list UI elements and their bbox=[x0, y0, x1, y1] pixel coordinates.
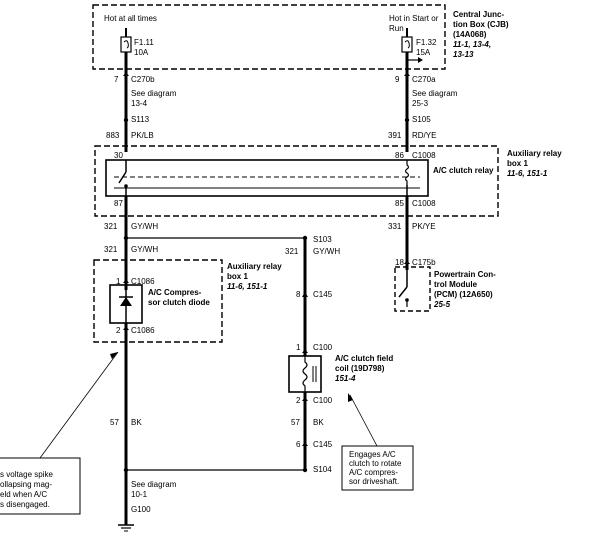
splice-s105: S105 bbox=[412, 115, 431, 124]
color-pk-lb: PK/LB bbox=[131, 131, 154, 140]
circuit-321-a: 321 bbox=[104, 222, 118, 231]
coil-ref: 151-4 bbox=[335, 374, 356, 383]
cjb-hot-at-all-times: Hot at all times bbox=[104, 14, 157, 23]
pcm-title-3: (PCM) (12A650) bbox=[434, 290, 493, 299]
fuse-b-rating: 15A bbox=[416, 48, 431, 57]
pcm-conn-c175b: C175b bbox=[412, 258, 436, 267]
conn-c270b: C270b bbox=[131, 75, 155, 84]
cjb-box bbox=[92, 4, 446, 70]
circuit-321-c: 321 bbox=[285, 247, 299, 256]
splice-s113: S113 bbox=[131, 115, 150, 124]
pin-9: 9 bbox=[395, 75, 400, 84]
cjb-title-2: tion Box (CJB) bbox=[453, 20, 509, 29]
diode-box-title-1: Auxiliary relay bbox=[227, 262, 282, 271]
coil-pin-6: 6 bbox=[296, 440, 301, 449]
cjb-title-1: Central Junc- bbox=[453, 10, 505, 19]
coil-title-1: A/C clutch field bbox=[335, 354, 394, 363]
note-right-3: A/C compres- bbox=[349, 468, 398, 477]
see-diagram-10-1-b: 10-1 bbox=[131, 490, 148, 499]
diode-icon bbox=[120, 297, 132, 306]
see-diagram-13-4-b: 13-4 bbox=[131, 99, 148, 108]
cjb-title-3: (14A068) bbox=[453, 30, 487, 39]
coil-pin-8: 8 bbox=[296, 290, 301, 299]
splice-s103: S103 bbox=[313, 235, 332, 244]
diode-conn-1: C1086 bbox=[131, 277, 155, 286]
note-left-1: s voltage spike bbox=[0, 470, 53, 479]
ground-circuit-57: 57 bbox=[110, 418, 119, 427]
circuit-883: 883 bbox=[106, 131, 120, 140]
pin-7: 7 bbox=[114, 75, 119, 84]
relay-pin-85: 85 bbox=[395, 199, 404, 208]
note-left-2: ollapsing mag- bbox=[0, 480, 53, 489]
diode-pin-2: 2 bbox=[116, 326, 121, 335]
see-diagram-25-3-b: 25-3 bbox=[412, 99, 429, 108]
pcm-ref: 25-5 bbox=[434, 300, 451, 309]
coil-pin-1: 1 bbox=[296, 343, 301, 352]
diode-label-2: sor clutch diode bbox=[148, 298, 210, 307]
ground-color-bk: BK bbox=[131, 418, 142, 427]
ground-icon bbox=[118, 524, 134, 532]
ac-clutch-relay bbox=[105, 159, 429, 197]
see-diagram-13-4-a: See diagram bbox=[131, 89, 177, 98]
relay-conn-bottom: C1008 bbox=[412, 199, 436, 208]
color-gy-wh-b: GY/WH bbox=[131, 245, 159, 254]
diode-box-outline bbox=[93, 259, 223, 343]
relay-box-title-1: Auxiliary relay bbox=[507, 149, 562, 158]
circuit-321-b: 321 bbox=[104, 245, 118, 254]
coil-circuit-57: 57 bbox=[291, 418, 300, 427]
note-left-4: s disengaged. bbox=[0, 500, 50, 509]
diode-box-ref: 11-6, 151-1 bbox=[227, 282, 268, 291]
relay-box-ref: 11-6, 151-1 bbox=[507, 169, 548, 178]
cjb-ref-2: 13-13 bbox=[453, 50, 474, 59]
diode-label-1: A/C Compres- bbox=[148, 288, 202, 297]
note-right-1: Engages A/C bbox=[349, 450, 396, 459]
fuse-f1-32-icon bbox=[401, 36, 413, 53]
see-diagram-10-1-a: See diagram bbox=[131, 480, 177, 489]
relay-pin-87: 87 bbox=[114, 199, 123, 208]
conn-c145-top: C145 bbox=[313, 290, 333, 299]
conn-c270a: C270a bbox=[412, 75, 436, 84]
color-gy-wh-a: GY/WH bbox=[131, 222, 159, 231]
relay-pin-30: 30 bbox=[114, 151, 123, 160]
conn-c145-bottom: C145 bbox=[313, 440, 333, 449]
coil-color-bk: BK bbox=[313, 418, 324, 427]
fuse-a-id: F1.11 bbox=[134, 38, 154, 47]
fuse-b-id: F1.32 bbox=[416, 38, 437, 47]
color-rd-ye: RD/YE bbox=[412, 131, 437, 140]
conn-c100-top: C100 bbox=[313, 343, 333, 352]
cjb-hot-in-start-run-1: Hot in Start or bbox=[389, 14, 439, 23]
callout-right bbox=[341, 445, 414, 491]
diode-conn-2: C1086 bbox=[131, 326, 155, 335]
cjb-hot-in-start-run-2: Run bbox=[389, 24, 404, 33]
note-right-4: sor driveshaft. bbox=[349, 477, 400, 486]
color-gy-wh-c: GY/WH bbox=[313, 247, 341, 256]
relay-pin-86: 86 bbox=[395, 151, 404, 160]
fuse-a-rating: 10A bbox=[134, 48, 149, 57]
splice-s104: S104 bbox=[313, 465, 332, 474]
diode-box-title-2: box 1 bbox=[227, 272, 248, 281]
color-pk-ye: PK/YE bbox=[412, 222, 436, 231]
relay-box-title-2: box 1 bbox=[507, 159, 528, 168]
circuit-331: 331 bbox=[388, 222, 402, 231]
ground-g100: G100 bbox=[131, 505, 151, 514]
cjb-ref-1: 11-1, 13-4, bbox=[453, 40, 492, 49]
ac-clutch-relay-label: A/C clutch relay bbox=[433, 166, 494, 175]
relay-conn-top: C1008 bbox=[412, 151, 436, 160]
pcm-title-1: Powertrain Con- bbox=[434, 270, 496, 279]
pcm-box bbox=[394, 266, 431, 312]
circuit-391: 391 bbox=[388, 131, 402, 140]
fuse-f1-11-icon bbox=[120, 36, 132, 53]
coil-pin-2: 2 bbox=[296, 396, 301, 405]
pcm-pin-18: 18 bbox=[395, 258, 404, 267]
callout-left bbox=[0, 457, 81, 515]
relay-box-outline bbox=[94, 145, 499, 217]
note-left-3: eld when A/C bbox=[0, 490, 48, 499]
note-right-2: clutch to rotate bbox=[349, 459, 402, 468]
diode-pin-1: 1 bbox=[116, 277, 121, 286]
conn-c100-bottom: C100 bbox=[313, 396, 333, 405]
coil-title-2: coil (19D798) bbox=[335, 364, 385, 373]
see-diagram-25-3-a: See diagram bbox=[412, 89, 458, 98]
pcm-title-2: trol Module bbox=[434, 280, 478, 289]
